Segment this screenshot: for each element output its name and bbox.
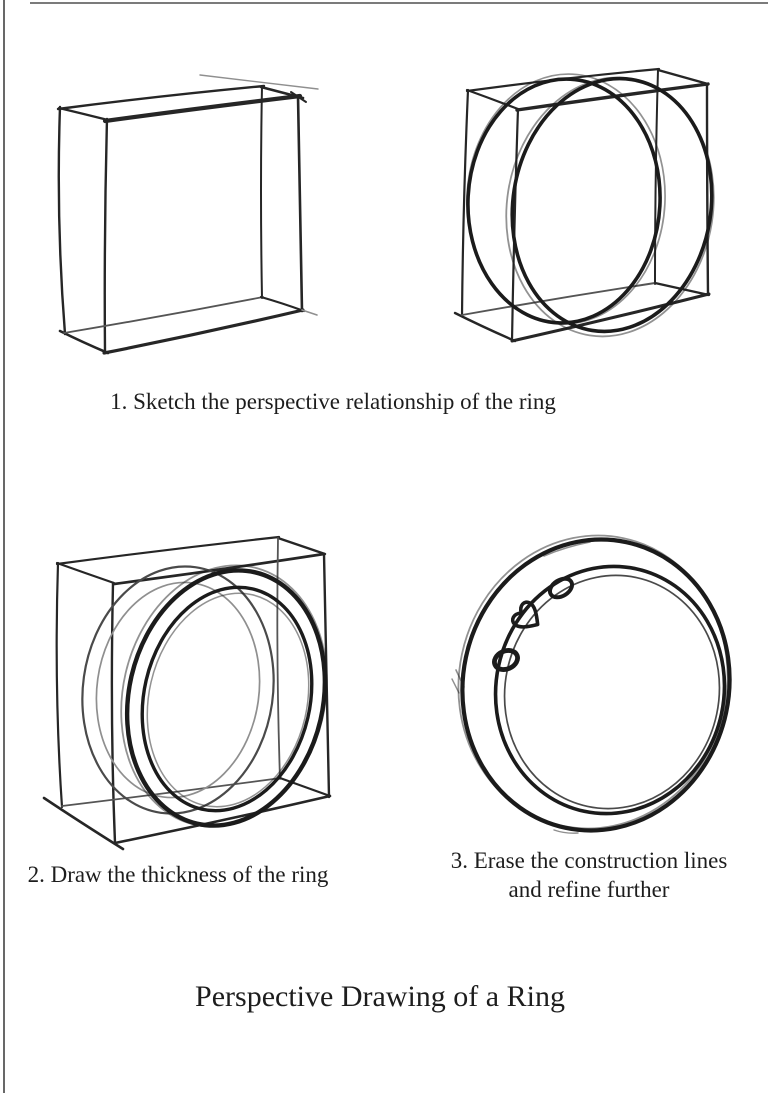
- caption-step3-line1: 3. Erase the construction lines: [450, 848, 728, 873]
- scan-edge-left: [3, 0, 5, 1093]
- figure-step3-refined-ring: [440, 530, 765, 847]
- caption-step3-line2: and refine further: [508, 877, 670, 902]
- band-oval-decoration-top: [547, 576, 575, 600]
- band-oval-decoration-bottom: [492, 648, 520, 672]
- box-with-ring-thickness-sketch: [42, 535, 332, 851]
- figure-step1-box: [40, 55, 330, 370]
- figure-step1-ellipses: [440, 55, 740, 365]
- caption-step2: 2. Draw the thickness of the ring: [27, 862, 329, 887]
- figure-step2-ring-thickness: [30, 530, 365, 865]
- box-with-inscribed-ellipses-sketch: [453, 67, 715, 343]
- scan-edge-top: [30, 2, 768, 4]
- band-heart-decoration: [510, 600, 540, 629]
- refined-ring-sketch: [451, 534, 732, 834]
- caption-step3: 3. Erase the construction lines and refi…: [428, 846, 750, 904]
- page-title: Perspective Drawing of a Ring: [195, 980, 565, 1013]
- perspective-box-sketch: [56, 74, 319, 355]
- caption-step1: 1. Sketch the perspective relationship o…: [110, 389, 556, 414]
